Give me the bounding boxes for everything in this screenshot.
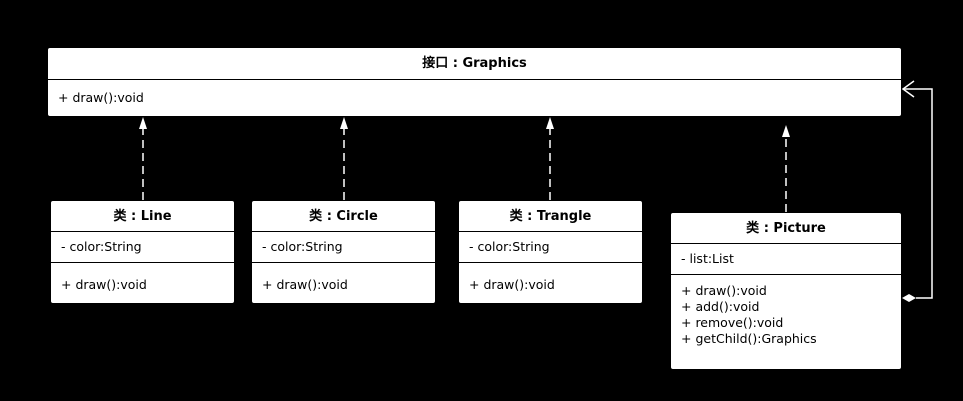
class-trangle-attributes: - color:String [459,232,642,263]
method: + draw():void [681,283,767,298]
interface-graphics-title: 接口 : Graphics [48,48,901,80]
method: + draw():void [262,277,348,292]
attribute: - list:List [681,251,734,266]
class-trangle-title: 类 : Trangle [459,201,642,232]
method: + getChild():Graphics [681,331,817,346]
realization-arrowhead-trangle [546,117,554,129]
realization-arrowhead-picture [782,125,790,137]
class-circle-attributes: - color:String [252,232,435,263]
interface-graphics-methods: + draw():void [48,80,901,106]
aggregation-arrowhead [901,80,915,98]
method: + add():void [681,299,760,314]
class-picture-attributes: - list:List [671,244,901,275]
method: + remove():void [681,315,784,330]
class-line-title: 类 : Line [51,201,234,232]
method: + draw():void [469,277,555,292]
method: + draw():void [61,277,147,292]
attribute: - color:String [469,239,550,254]
class-line-box: 类 : Line - color:String + draw():void [50,200,235,304]
class-line-methods: + draw():void [51,263,234,293]
class-circle-methods: + draw():void [252,263,435,293]
class-trangle-methods: + draw():void [459,263,642,293]
class-picture-title: 类 : Picture [671,213,901,244]
class-line-attributes: - color:String [51,232,234,263]
attribute: - color:String [61,239,142,254]
realization-arrowhead-circle [340,117,348,129]
realization-arrowhead-line [139,117,147,129]
class-trangle-box: 类 : Trangle - color:String + draw():void [458,200,643,304]
class-circle-title: 类 : Circle [252,201,435,232]
method: + draw():void [58,90,144,105]
attribute: - color:String [262,239,343,254]
class-picture-box: 类 : Picture - list:List + draw():void + … [670,212,902,370]
class-circle-box: 类 : Circle - color:String + draw():void [251,200,436,304]
aggregation-line [903,88,933,299]
aggregation-diamond [902,294,916,302]
class-picture-methods: + draw():void + add():void + remove():vo… [671,275,901,347]
interface-graphics-box: 接口 : Graphics + draw():void [47,47,902,117]
